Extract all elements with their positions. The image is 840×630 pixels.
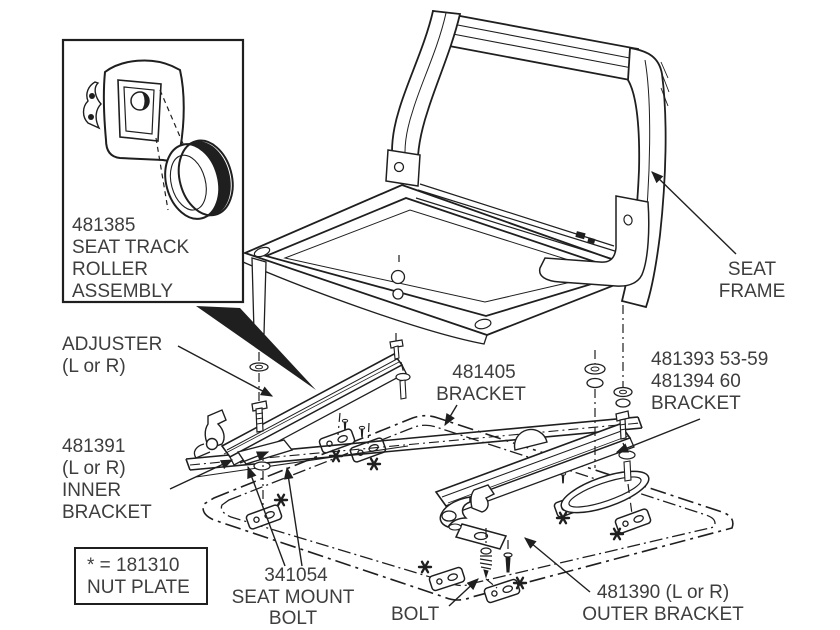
small-screw xyxy=(358,425,366,438)
label-adjuster-line2: (L or R) xyxy=(62,356,126,377)
frame-corner-bracket xyxy=(538,195,650,287)
inset-pointer-wedge xyxy=(196,306,316,390)
fastener-axis-lines xyxy=(258,305,633,589)
svg-text:INNER: INNER xyxy=(62,480,121,501)
inset-label-line: ROLLER xyxy=(72,259,148,280)
leader-bracket-481405 xyxy=(444,404,458,427)
svg-text:SEAT MOUNT: SEAT MOUNT xyxy=(232,587,355,608)
leader-inner-bracket xyxy=(169,459,234,490)
leader-bolt xyxy=(448,578,479,607)
nut-plate-legend-box: * = 181310 NUT PLATE xyxy=(74,547,208,605)
legend-line1: * = 181310 xyxy=(87,555,179,576)
nut-plate xyxy=(427,565,467,593)
washer xyxy=(249,362,269,372)
nut-plate-asterisk xyxy=(273,493,289,507)
label-bracket-481393: 481393 53-59 xyxy=(651,349,768,370)
floor-pan-outline xyxy=(202,414,734,601)
labels: ADJUSTER (L or R) 481391 (L or R) INNER … xyxy=(62,259,785,629)
inset-label-line: SEAT TRACK xyxy=(72,237,190,258)
svg-text:FRAME: FRAME xyxy=(719,281,786,302)
leader-seat-mount-bolt-2 xyxy=(283,466,303,567)
svg-text:481394 60: 481394 60 xyxy=(651,371,741,392)
backrest-top-rail xyxy=(426,9,640,82)
label-bracket-481405: 481405 xyxy=(452,362,515,383)
label-inner-bracket: 481391 xyxy=(62,436,125,457)
svg-text:BRACKET: BRACKET xyxy=(651,393,741,414)
label-seat-mount-bolt: 341054 xyxy=(264,565,328,586)
svg-text:BRACKET: BRACKET xyxy=(62,502,152,523)
nut-plate-asterisk xyxy=(417,560,433,574)
label-adjuster: ADJUSTER xyxy=(62,334,162,355)
inset-callout-box: 481385 SEAT TRACK ROLLER ASSEMBLY xyxy=(61,38,245,304)
backrest-left-rail xyxy=(391,10,462,158)
leader-seat-frame xyxy=(651,171,737,255)
leader-bracket-481393 xyxy=(615,418,701,453)
leader-seat-mount-bolt-1 xyxy=(247,465,286,567)
seat-mount-bolt-part xyxy=(479,547,513,579)
right-adjuster-track xyxy=(434,363,650,579)
inset-part-number: 481385 xyxy=(72,215,135,236)
track-end-clamp xyxy=(470,484,496,513)
nut-plate-asterisk xyxy=(366,457,382,471)
leader-outer-bracket xyxy=(524,537,591,593)
leader-inner-bracket-2 xyxy=(239,451,270,464)
track-bolt xyxy=(613,386,633,440)
label-bolt: BOLT xyxy=(391,604,440,625)
inset-label-line: ASSEMBLY xyxy=(72,281,173,302)
floor-pan-outer-edge xyxy=(202,414,734,601)
roller-assembly-drawing xyxy=(82,59,234,220)
floor-pan-inner-edge xyxy=(220,424,716,587)
track-bolt xyxy=(251,400,268,433)
seat-frame-drawing xyxy=(242,9,670,345)
washer-stack xyxy=(584,363,606,389)
outer-bracket-481390 xyxy=(439,496,508,550)
label-seat-frame: SEAT xyxy=(728,259,777,280)
label-outer-bracket: 481390 (L or R) xyxy=(597,582,729,603)
svg-text:BRACKET: BRACKET xyxy=(436,384,526,405)
svg-text:BOLT: BOLT xyxy=(269,608,318,629)
legend-line2: NUT PLATE xyxy=(87,577,190,598)
leader-lines xyxy=(169,171,737,607)
svg-text:(L or R): (L or R) xyxy=(62,458,126,479)
dome-bracket xyxy=(513,428,548,451)
svg-text:OUTER BRACKET: OUTER BRACKET xyxy=(582,604,744,625)
leader-adjuster xyxy=(177,345,274,397)
